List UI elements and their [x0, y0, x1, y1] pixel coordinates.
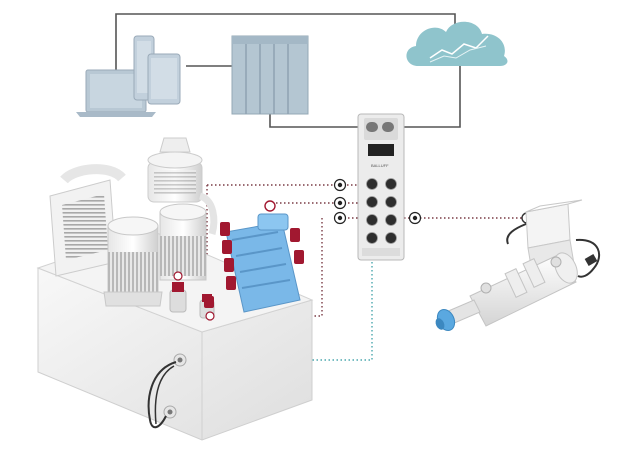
level-sensor-icon [173, 353, 187, 367]
valve-manifold-icon [204, 213, 304, 321]
laptop-icon [76, 69, 156, 117]
feedback-line [192, 262, 373, 361]
signal-line-5 [218, 218, 323, 317]
motor-icon [103, 216, 163, 307]
valve-coils [204, 222, 304, 308]
io-link-master-icon: BALLUFF [357, 113, 405, 261]
connector-dot [337, 215, 343, 221]
cloud-chart-line [429, 35, 489, 59]
sensor-ring [264, 200, 276, 212]
sensor-cable [575, 238, 601, 278]
io-hub-brand-label: BALLUFF [371, 163, 389, 168]
connector-dot [337, 200, 343, 206]
filter-tower-icon [147, 137, 203, 203]
cylinder-tip-icon [435, 308, 456, 332]
network-line-cloud-iohub [398, 66, 461, 128]
plc-rack-icon [231, 35, 309, 115]
io-ports [366, 178, 397, 244]
cooler-icon [49, 164, 126, 277]
hydraulic-cylinder-icon [435, 199, 601, 332]
cloud-analytics-icon [406, 21, 508, 66]
sensor-cable [147, 361, 177, 429]
tablet-icon [147, 53, 181, 105]
sensor-cable [154, 365, 175, 425]
sensor-cable [506, 223, 527, 245]
motor-icon [159, 203, 207, 281]
temperature-sensor-icon [163, 405, 177, 419]
pressure-sensor-icon [169, 271, 187, 313]
connector-dot [412, 215, 418, 221]
connector-dot [337, 182, 343, 188]
network-line-plc-iohub [269, 113, 362, 128]
